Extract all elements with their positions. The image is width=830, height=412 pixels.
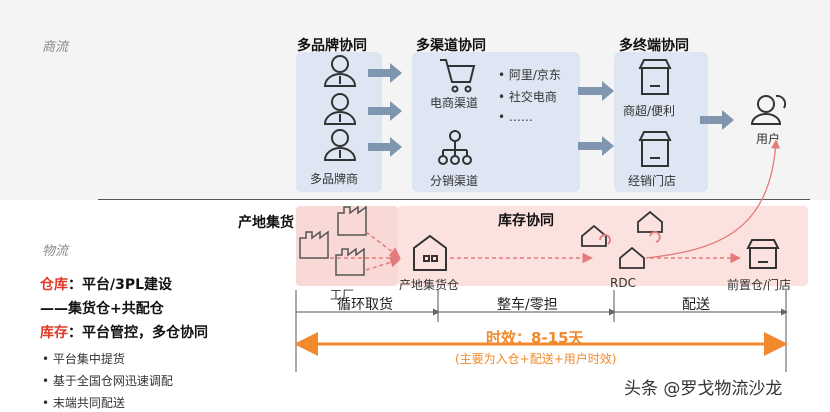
- channel-bullet: • ……: [498, 110, 533, 124]
- store-icon: [638, 131, 672, 167]
- left-point: • 平台集中提货: [42, 352, 125, 366]
- stage-measure-lines: [295, 290, 788, 372]
- stage-loop: 循环取货: [337, 297, 393, 313]
- flow-arrow-icon: [700, 110, 734, 130]
- header-inventory: 库存协同: [498, 213, 554, 229]
- side-label-logistics: 物流: [42, 244, 69, 259]
- stock-key: 库存: [40, 325, 68, 341]
- shopping-cart-icon: [440, 59, 476, 93]
- flow-arrow-icon: [368, 63, 402, 157]
- person-icon: [323, 55, 357, 87]
- left-point: • 基于全国仓网迅速调配: [42, 374, 173, 388]
- store-icon: [638, 59, 672, 95]
- terminal-panel: [614, 52, 708, 192]
- channel-bullet: • 社交电商: [498, 90, 557, 104]
- label-origin-warehouse: 产地集货仓: [399, 278, 460, 292]
- label-distribution: 分销渠道: [430, 174, 479, 188]
- stock-line: 库存：平台管控，多仓协同: [40, 322, 208, 342]
- left-point: • 末端共同配送: [42, 396, 125, 410]
- section-divider: [98, 199, 810, 200]
- header-terminal: 多终端协同: [619, 38, 689, 54]
- factory-icon: [299, 205, 367, 276]
- header-channel: 多渠道协同: [416, 38, 486, 54]
- label-brand-merchant: 多品牌商: [310, 172, 359, 186]
- flow-arrow-icon: [578, 81, 614, 156]
- rdc-house-icon: [581, 210, 663, 269]
- warehouse-value: ：平台/3PL建设: [68, 277, 173, 293]
- channel-panel: [412, 52, 580, 192]
- label-supermarket: 商超/便利: [623, 104, 676, 118]
- label-store: 经销门店: [628, 174, 677, 188]
- label-ecommerce: 电商渠道: [430, 96, 479, 110]
- origin-panel: [296, 206, 398, 286]
- users-icon: [750, 94, 787, 125]
- store-icon: [746, 239, 780, 269]
- warehouse-key: 仓库: [40, 277, 68, 293]
- label-factory: 工厂: [330, 288, 355, 302]
- warehouse-line: 仓库：平台/3PL建设: [40, 274, 172, 294]
- label-rdc: RDC: [610, 276, 636, 290]
- channel-bullet: • 阿里/京东: [498, 68, 561, 82]
- stage-delivery: 配送: [682, 297, 710, 313]
- warehouse-line-2: ——集货仓+共配仓: [40, 301, 164, 317]
- watermark: 头条 @罗戈物流沙龙: [624, 379, 783, 399]
- header-brand: 多品牌协同: [297, 38, 367, 54]
- header-origin: 产地集货: [238, 215, 294, 231]
- person-icon: [323, 129, 357, 161]
- person-icon: [323, 93, 357, 125]
- warehouse-icon: [413, 234, 447, 271]
- label-front-warehouse: 前置仓/门店: [727, 278, 792, 292]
- distribution-network-icon: [438, 130, 472, 165]
- stage-truck: 整车/零担: [497, 297, 558, 313]
- stock-value: ：平台管控，多仓协同: [68, 325, 208, 341]
- side-label-commerce: 商流: [42, 40, 69, 55]
